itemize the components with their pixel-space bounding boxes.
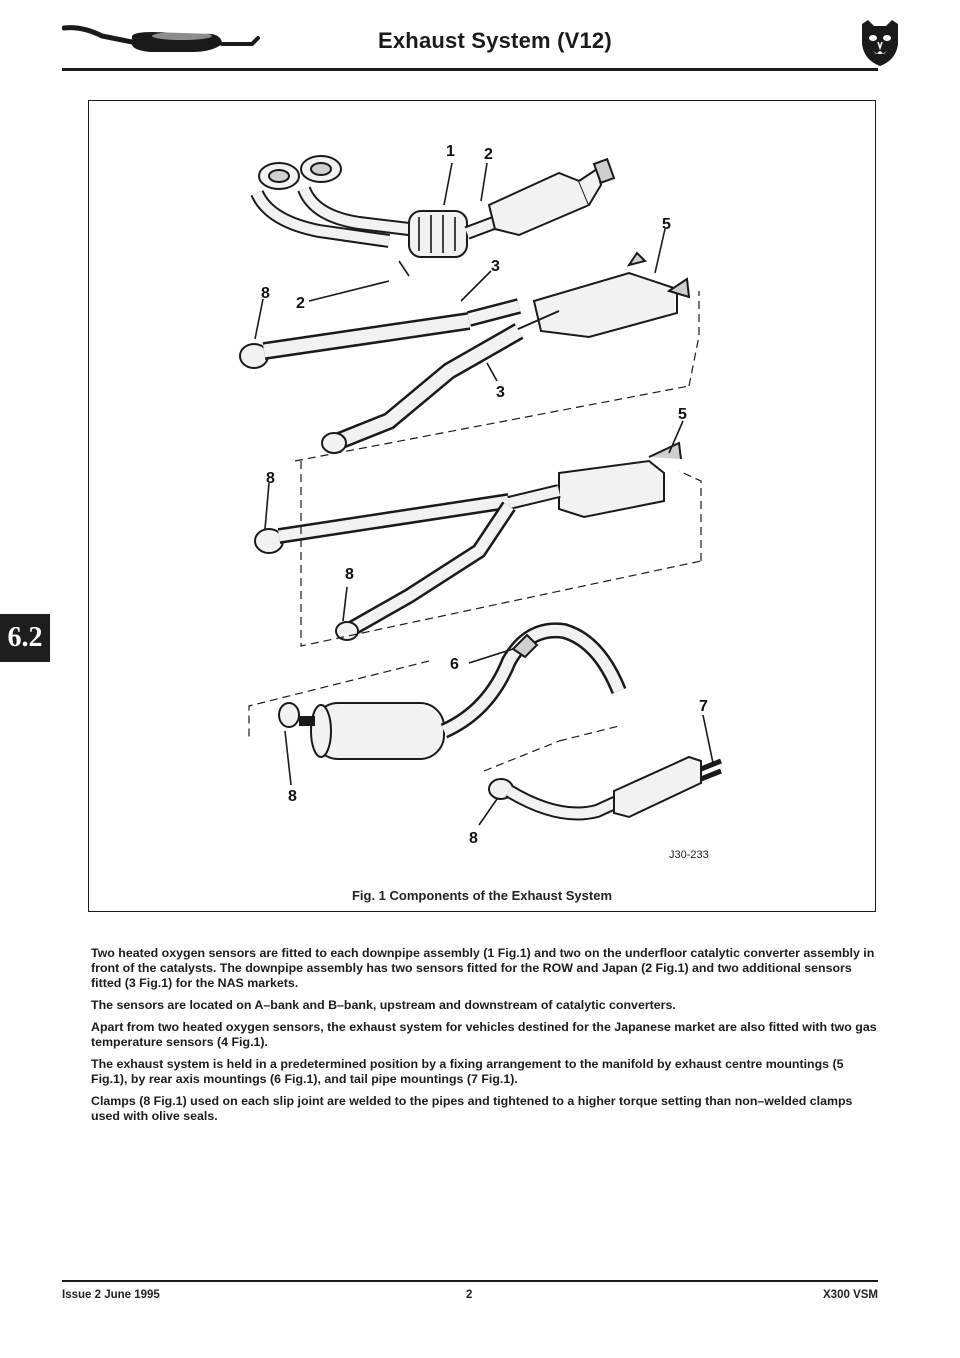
figure-caption: Fig. 1 Components of the Exhaust System	[351, 888, 613, 903]
footer-issue: Issue 2 June 1995	[62, 1289, 160, 1301]
callout-8: 8	[266, 470, 275, 487]
body-text: Two heated oxygen sensors are fitted to …	[91, 946, 881, 1131]
exhaust-diagram: 1 2 2 3 3 8 5 5 8 8 6 7 8 8 J30-233	[239, 143, 722, 861]
callout-1: 1	[446, 143, 455, 160]
callout-3: 3	[496, 384, 505, 401]
footer-rule	[62, 1280, 878, 1282]
callout-6: 6	[450, 656, 459, 673]
callout-5: 5	[662, 216, 671, 233]
callout-8: 8	[345, 566, 354, 583]
paragraph: The exhaust system is held in a predeter…	[91, 1057, 844, 1086]
rear-silencer-assembly	[278, 622, 627, 760]
tail-pipe-assembly	[488, 755, 722, 821]
exhaust-pipe-icon	[62, 25, 260, 52]
paragraph: Two heated oxygen sensors are fitted to …	[91, 946, 875, 990]
paragraph: The sensors are located on A–bank and B–…	[91, 998, 676, 1012]
callout-2: 2	[296, 295, 305, 312]
jaguar-head-icon	[862, 20, 898, 66]
page-number: 2	[466, 1289, 473, 1301]
callout-8: 8	[288, 788, 297, 805]
downpipe-assembly	[250, 155, 616, 277]
header-rule	[62, 68, 878, 71]
underfloor-converter-assembly-row	[254, 441, 682, 641]
callout-8: 8	[469, 830, 478, 847]
section-tab: 6.2	[0, 614, 50, 662]
paragraph: Clamps (8 Fig.1) used on each slip joint…	[91, 1094, 853, 1123]
paragraph: Apart from two heated oxygen sensors, th…	[91, 1020, 877, 1049]
callout-2: 2	[484, 146, 493, 163]
callout-7: 7	[699, 698, 708, 715]
footer-document-code: X300 VSM	[823, 1289, 878, 1301]
underfloor-converter-assembly-nas	[239, 251, 691, 454]
page-title: Exhaust System (V12)	[378, 28, 612, 53]
callout-8: 8	[261, 285, 270, 302]
figure-reference-code: J30-233	[669, 849, 709, 861]
figure-frame: 1 2 2 3 3 8 5 5 8 8 6 7 8 8 J30-233 Fig.…	[88, 100, 876, 912]
callout-3: 3	[491, 258, 500, 275]
callout-5: 5	[678, 406, 687, 423]
